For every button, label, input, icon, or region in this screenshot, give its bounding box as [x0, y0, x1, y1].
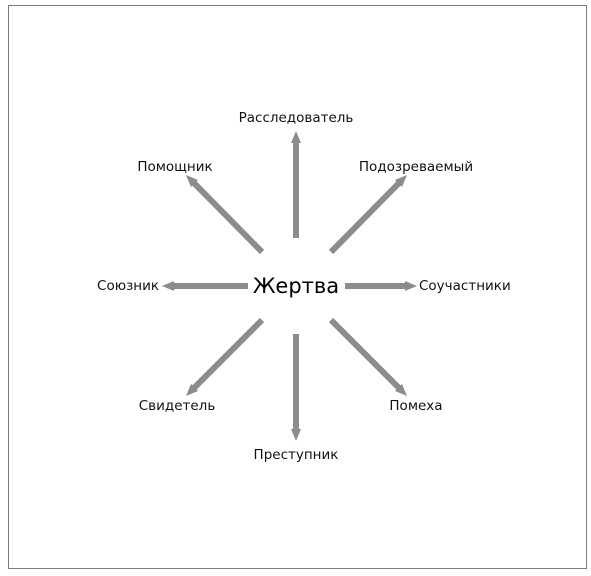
role-label-investigator: Расследователь — [239, 110, 354, 126]
role-label-suspect: Подозреваемый — [359, 159, 473, 175]
arrow-to-accomplices — [345, 281, 417, 291]
role-labels: Расследователь Подозреваемый Соучастники… — [97, 110, 511, 463]
arrows — [162, 131, 417, 441]
role-label-helper: Помощник — [137, 159, 212, 175]
center-label-victim: Жертва — [253, 274, 339, 298]
role-label-hindrance: Помеха — [389, 398, 442, 414]
role-label-ally: Союзник — [97, 278, 159, 294]
role-label-criminal: Преступник — [254, 447, 339, 463]
arrow-to-suspect — [328, 175, 407, 255]
arrow-to-helper — [186, 175, 265, 255]
arrow-to-hindrance — [328, 317, 407, 396]
diagram-frame — [8, 5, 587, 569]
role-label-witness: Свидетель — [139, 398, 216, 414]
arrow-to-witness — [186, 317, 265, 396]
arrow-to-ally — [162, 281, 248, 291]
arrow-to-investigator — [291, 131, 301, 238]
role-label-accomplices: Соучастники — [419, 278, 511, 294]
arrow-to-criminal — [291, 334, 301, 441]
